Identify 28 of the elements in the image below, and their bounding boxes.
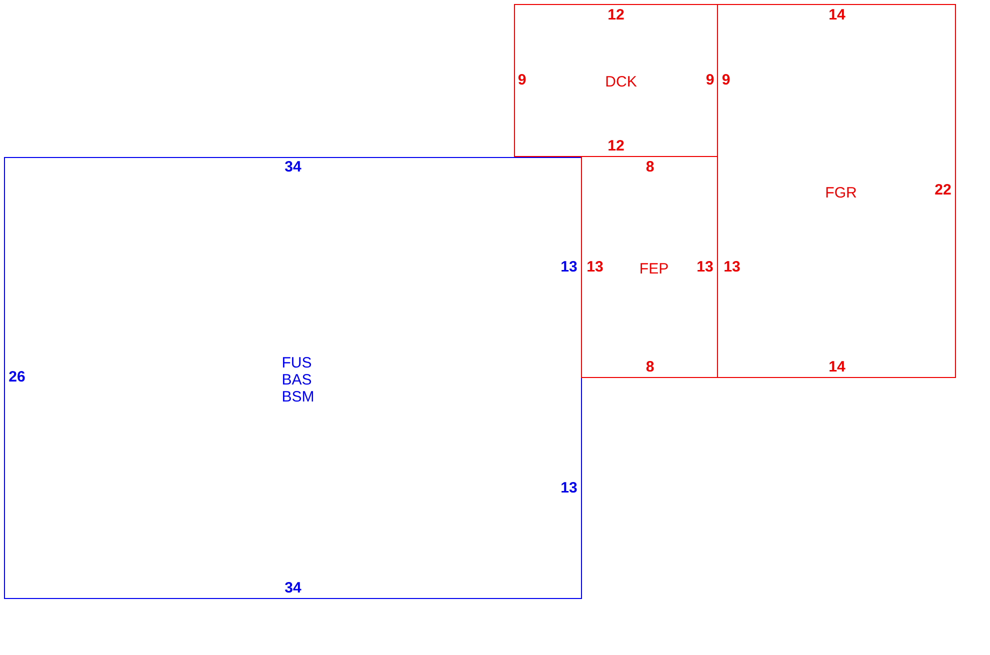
room-label: BAS: [282, 372, 312, 388]
dimension-label: 9: [722, 72, 730, 88]
dimension-label: 8: [646, 358, 654, 376]
dimension-label: 13: [724, 258, 740, 276]
dimension-label: 12: [608, 138, 624, 154]
room-outline: [4, 157, 582, 599]
dimension-label: 9: [706, 72, 714, 88]
dimension-label: 13: [586, 258, 604, 276]
room-label: BSM: [282, 388, 314, 406]
dimension-label: 14: [828, 358, 846, 376]
dimension-label: 13: [696, 258, 714, 276]
room-outline: [717, 4, 956, 378]
dimension-label: 12: [608, 6, 624, 24]
dimension-label: 14: [828, 6, 846, 24]
dimension-label: 13: [560, 258, 578, 276]
room-label: FEP: [639, 260, 669, 278]
dimension-label: 22: [934, 182, 952, 198]
dimension-label: 34: [284, 158, 302, 176]
room-label: DCK: [605, 74, 637, 90]
room-label: FUS: [282, 354, 312, 372]
room-outline: [581, 156, 718, 378]
dimension-label: 8: [646, 158, 654, 176]
dimension-label: 13: [560, 480, 578, 496]
room-label: FGR: [825, 184, 857, 202]
room-outline: [514, 4, 718, 157]
dimension-label: 34: [284, 580, 302, 596]
dimension-label: 9: [518, 72, 526, 88]
dimension-label: 26: [8, 368, 26, 386]
